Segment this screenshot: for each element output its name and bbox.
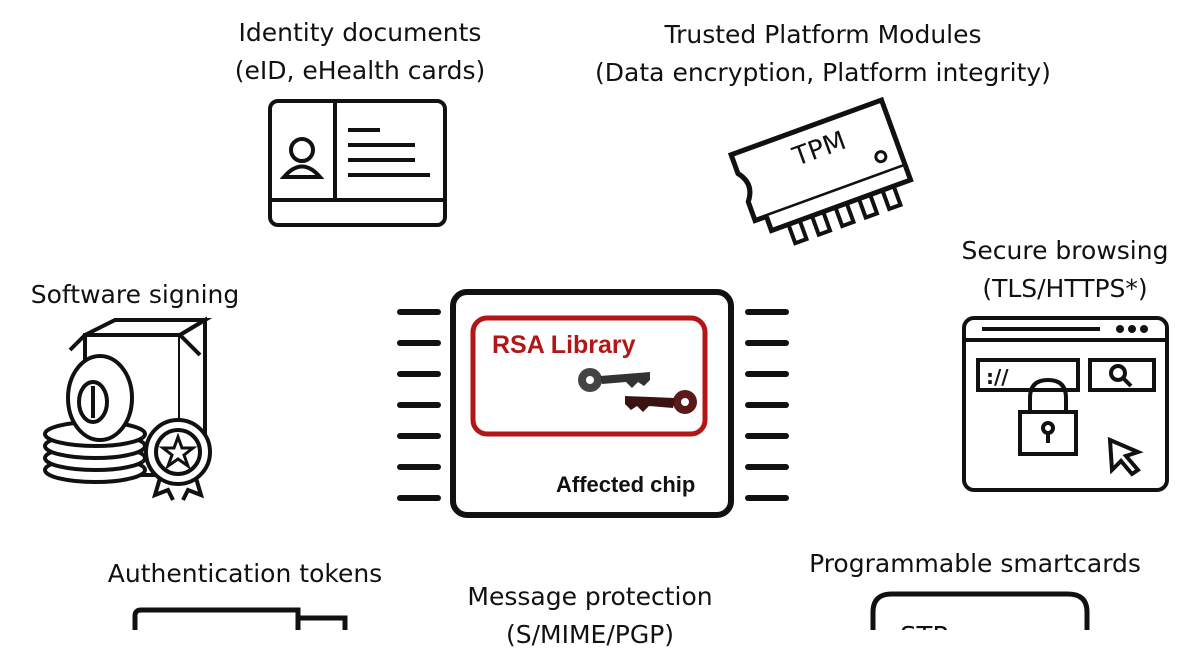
browser-url-text: ://: [986, 365, 1009, 389]
tpm-title: Trusted Platform Modules: [664, 20, 982, 49]
identity-documents-subtitle: (eID, eHealth cards): [234, 56, 486, 85]
secure-browsing-label: Secure browsing (TLS/HTTPS*): [940, 232, 1190, 308]
browser-lock-icon: ://: [962, 316, 1169, 492]
tpm-subtitle: (Data encryption, Platform integrity): [595, 58, 1051, 87]
affected-chip: [397, 289, 789, 518]
message-protection-title: Message protection: [467, 582, 713, 611]
secure-browsing-title: Secure browsing: [961, 236, 1169, 265]
keys-icon: [578, 368, 697, 414]
chip-pins-right: [745, 309, 789, 501]
tpm-label: Trusted Platform Modules (Data encryptio…: [578, 16, 1068, 92]
identity-documents-title: Identity documents: [238, 18, 482, 47]
diagram-graphics: TPM ://: [43, 96, 1169, 630]
authentication-tokens-title: Authentication tokens: [107, 559, 383, 588]
programmable-smartcards-title: Programmable smartcards: [809, 549, 1141, 578]
rsa-library-label: RSA Library: [492, 331, 636, 359]
secure-browsing-subtitle: (TLS/HTTPS*): [982, 274, 1148, 303]
id-card-icon: [268, 99, 447, 227]
software-signing-title: Software signing: [30, 280, 240, 309]
affected-chip-label: Affected chip: [556, 472, 696, 497]
tpm-chip-icon: TPM: [727, 96, 914, 246]
smartcard-text: STP: [900, 622, 948, 630]
identity-documents-label: Identity documents (eID, eHealth cards): [210, 14, 510, 90]
usb-token-icon: [132, 607, 348, 630]
chip-pins-left: [397, 309, 441, 501]
authentication-tokens-label: Authentication tokens: [95, 555, 395, 593]
software-signing-label: Software signing: [20, 276, 250, 314]
smartcard-icon: STP: [870, 591, 1090, 630]
programmable-smartcards-label: Programmable smartcards: [800, 545, 1150, 583]
software-box-icon: [43, 316, 213, 501]
